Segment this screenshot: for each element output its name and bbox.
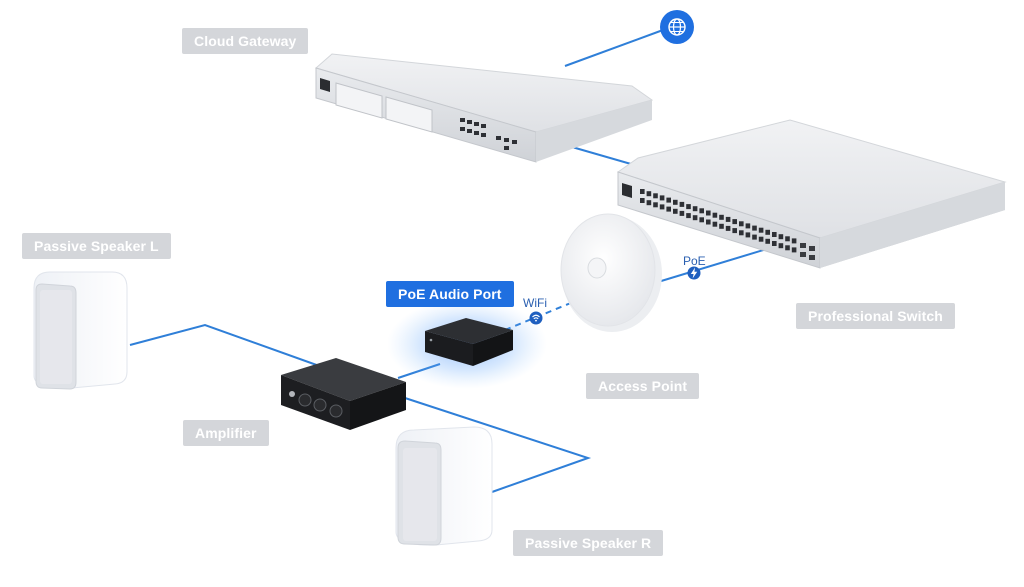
switch-port — [659, 204, 665, 210]
switch-port — [692, 215, 698, 221]
professional-switch-device[interactable] — [616, 119, 1007, 269]
switch-port — [666, 206, 671, 212]
cable-amplifier-speaker-l — [129, 323, 326, 369]
poe-link-label: PoE — [683, 254, 706, 268]
switch-port — [686, 204, 691, 210]
switch-port — [699, 217, 704, 223]
passive-speaker-l-label: Passive Speaker L — [22, 233, 171, 259]
cable-gateway-internet — [564, 29, 664, 67]
access-point-device[interactable] — [560, 213, 662, 332]
switch-port — [725, 225, 731, 231]
wifi-icon — [529, 311, 543, 325]
gateway-ports — [460, 118, 517, 150]
access-point-label: Access Point — [586, 373, 700, 399]
cloud-gateway-device[interactable] — [314, 53, 654, 163]
switch-port — [739, 230, 744, 236]
switch-port — [653, 202, 658, 208]
switch-port — [679, 201, 685, 207]
switch-port — [739, 221, 744, 227]
switch-port — [706, 219, 711, 225]
switch-port — [659, 195, 665, 201]
switch-port — [712, 221, 718, 227]
amplifier-device[interactable] — [281, 358, 406, 430]
switch-ports — [640, 189, 815, 260]
lightning-icon — [687, 266, 701, 280]
switch-port — [725, 216, 731, 222]
switch-sfp-port — [809, 255, 815, 260]
switch-port — [673, 199, 678, 205]
switch-sfp-port — [809, 246, 815, 251]
switch-port — [772, 241, 777, 246]
switch-port — [640, 198, 645, 203]
switch-port — [640, 189, 645, 194]
switch-port — [765, 238, 770, 244]
switch-port — [719, 214, 724, 220]
passive-speaker-r-label: Passive Speaker R — [513, 530, 664, 556]
professional-switch-label: Professional Switch — [796, 303, 955, 329]
switch-port — [745, 232, 751, 238]
switch-port — [692, 206, 698, 212]
switch-port — [752, 225, 757, 231]
switch-port — [765, 229, 770, 235]
switch-port — [791, 238, 797, 244]
switch-port — [732, 219, 737, 225]
switch-port — [653, 193, 658, 199]
switch-port — [679, 210, 685, 216]
amplifier-label: Amplifier — [183, 420, 269, 446]
passive-speaker-l-device[interactable] — [33, 271, 128, 390]
switch-port — [785, 236, 790, 242]
passive-speaker-r-device[interactable] — [395, 426, 493, 546]
switch-sfp-port — [800, 243, 806, 248]
switch-port — [732, 228, 737, 234]
switch-sfp-port — [800, 252, 806, 257]
switch-port — [752, 234, 757, 240]
switch-port — [778, 243, 784, 249]
switch-port — [791, 247, 797, 253]
switch-port — [745, 223, 751, 229]
switch-port — [712, 212, 718, 218]
poe-audio-port-device[interactable] — [425, 318, 513, 366]
switch-port — [673, 208, 678, 214]
cable-switch-ap — [647, 247, 771, 286]
switch-port — [686, 213, 691, 219]
switch-port — [646, 191, 652, 197]
switch-port — [646, 200, 652, 206]
wifi-link-label: WiFi — [523, 296, 547, 310]
switch-port — [758, 227, 764, 233]
cloud-gateway-label: Cloud Gateway — [182, 28, 309, 54]
switch-port — [699, 208, 704, 214]
switch-port — [719, 223, 724, 229]
switch-port — [758, 236, 764, 242]
switch-port — [666, 197, 671, 203]
globe-icon[interactable] — [660, 10, 694, 44]
poe-audio-port-label: PoE Audio Port — [386, 281, 514, 307]
switch-port — [706, 210, 711, 216]
cable-amplifier-speaker-r — [404, 397, 592, 493]
switch-port — [772, 232, 777, 237]
switch-port — [785, 245, 790, 251]
switch-port — [778, 234, 784, 240]
